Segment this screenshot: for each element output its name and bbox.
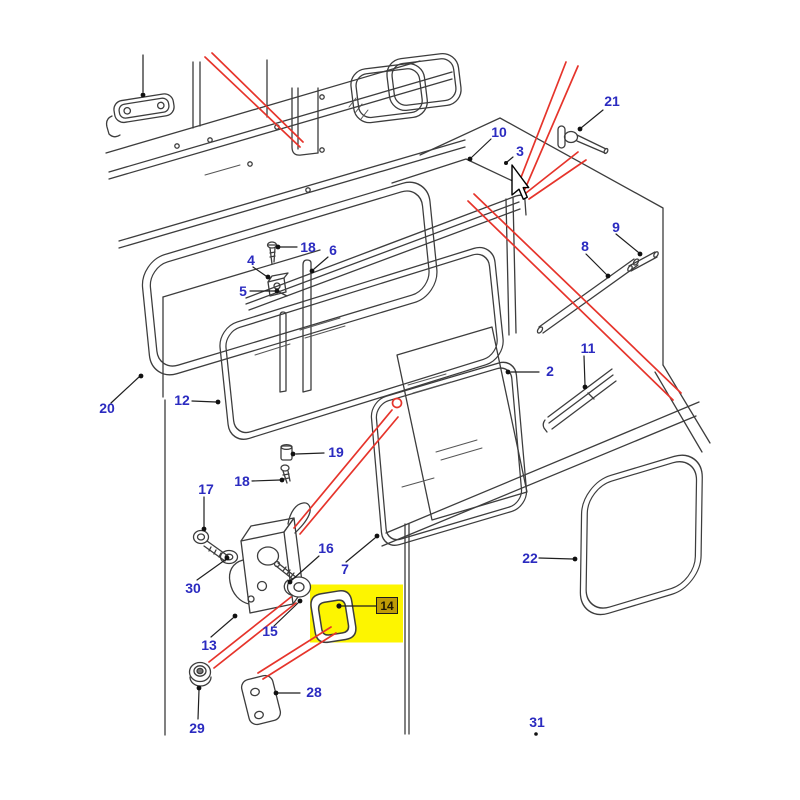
bolt-part-17 [192,529,229,562]
callout-21[interactable]: 21 [604,93,620,109]
callout-29[interactable]: 29 [189,720,205,736]
callout-17[interactable]: 17 [198,481,214,497]
callout-2[interactable]: 2 [546,363,554,379]
callout-7[interactable]: 7 [341,561,349,577]
seal-loop-22 [579,454,703,616]
callout-12[interactable]: 12 [174,392,190,408]
callout-22[interactable]: 22 [522,550,538,566]
roof-handle-part [105,93,175,138]
callout-18-lower[interactable]: 18 [234,473,250,489]
callout-30[interactable]: 30 [185,580,201,596]
callout-28[interactable]: 28 [306,684,322,700]
callout-10[interactable]: 10 [491,124,507,140]
plate-part-28 [240,674,282,726]
window-frame-12 [219,246,504,440]
channel-bar-8 [536,258,640,334]
callout-8[interactable]: 8 [581,238,589,254]
stop-part-19 [280,443,293,461]
callout-18-upper[interactable]: 18 [300,239,316,255]
mouse-cursor-icon [511,164,530,200]
callout-9[interactable]: 9 [612,219,620,235]
callout-16[interactable]: 16 [318,540,334,556]
callout-31[interactable]: 31 [529,714,545,730]
body-panel-lines [105,59,711,736]
callout-3[interactable]: 3 [516,143,524,159]
leader-dots [138,92,643,736]
callout-6[interactable]: 6 [329,242,337,258]
seal-loops [348,52,462,124]
callout-19[interactable]: 19 [328,444,344,460]
glass-reflections [204,164,346,356]
leader-lines [110,54,639,720]
callout-5[interactable]: 5 [239,283,247,299]
red-indicator-lines [204,52,682,680]
pin-part-21 [557,125,609,155]
callout-11[interactable]: 11 [580,340,596,356]
callout-13[interactable]: 13 [201,637,217,653]
screw-part-18-lower [280,464,291,484]
glass-run-strips [279,259,312,393]
callout-15[interactable]: 15 [262,623,278,639]
bushing-part-15 [283,576,312,598]
seal-frame-20 [141,181,438,376]
callout-4[interactable]: 4 [247,252,255,268]
glass-pane-2 [396,326,528,521]
channel-bar-11 [542,368,617,433]
grommet-part-29 [188,661,212,687]
channel-end-9 [627,251,659,272]
selected-part-badge[interactable]: 14 [376,597,398,614]
screw-part-18-upper [266,241,278,265]
callout-20[interactable]: 20 [99,400,115,416]
gasket-part-14[interactable] [309,589,357,644]
